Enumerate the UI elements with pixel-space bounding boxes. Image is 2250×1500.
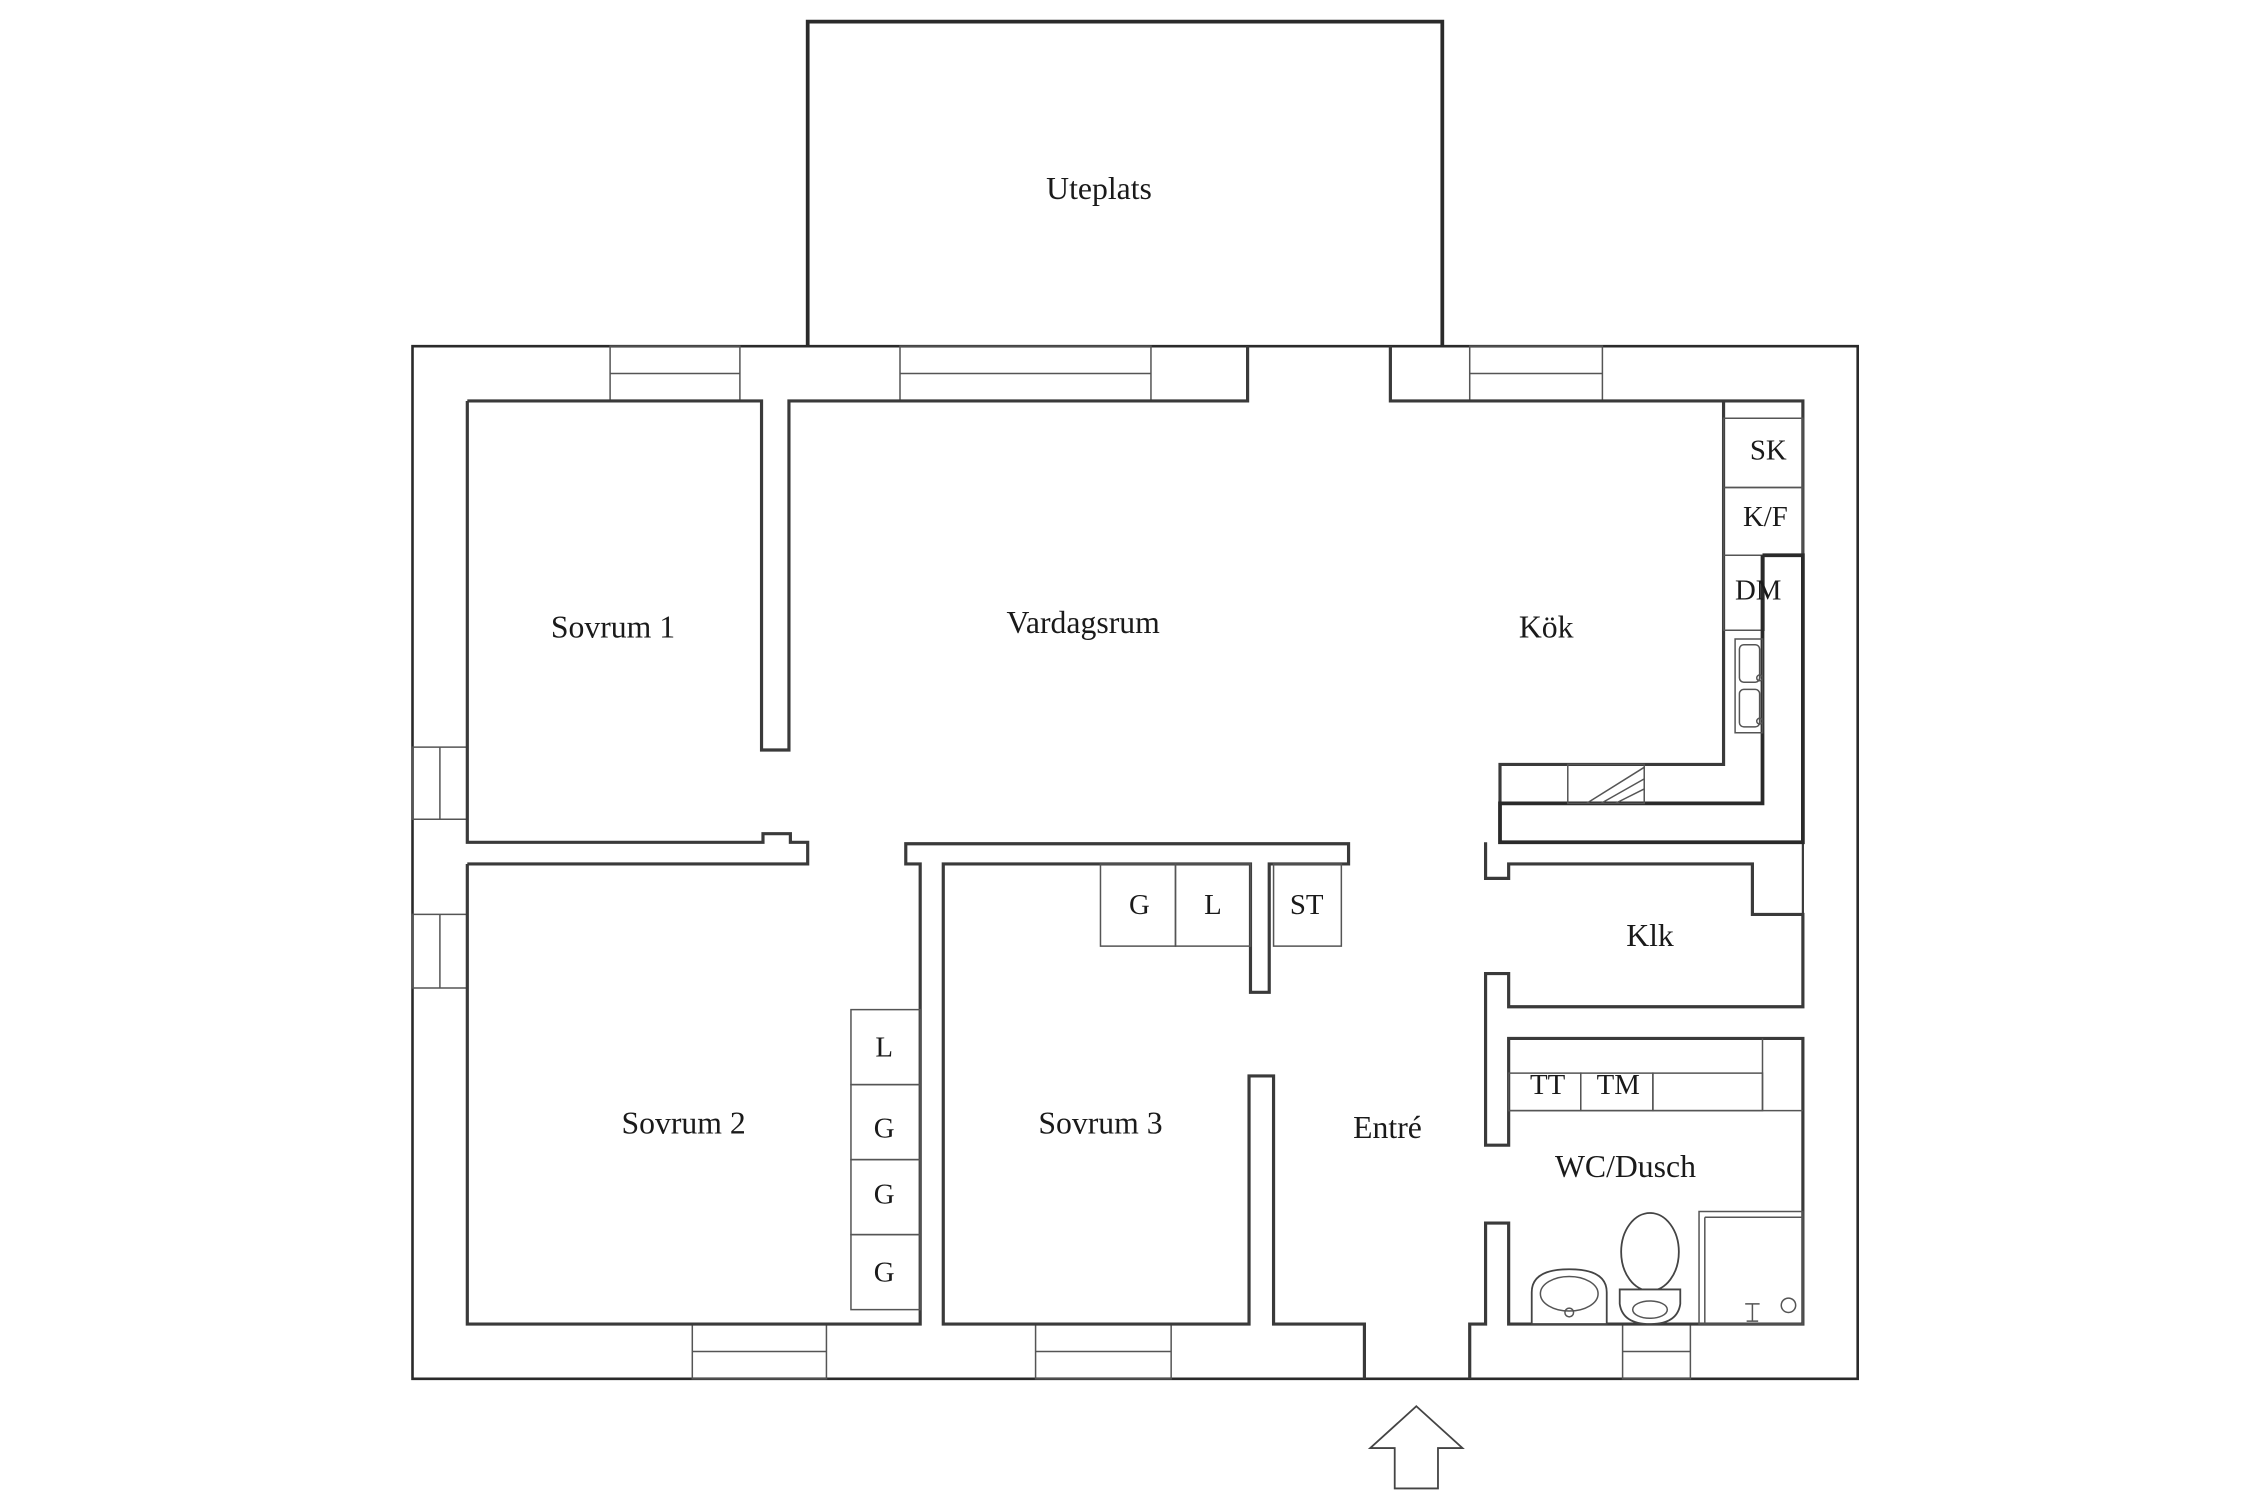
bathroom-fixtures — [1532, 1212, 1803, 1325]
room-label-uteplats: Uteplats — [1046, 171, 1152, 206]
fixture-label-sk: SK — [1750, 435, 1787, 467]
laundry-counter — [1509, 1038, 1803, 1110]
fixture-label-tt: TT — [1530, 1069, 1566, 1101]
windows-left — [413, 747, 468, 988]
room-label-entre: Entré — [1353, 1110, 1422, 1145]
fixture-label-l: L — [1204, 889, 1222, 921]
interior-walls — [465, 346, 1805, 1379]
fixture-label-g: G — [1129, 889, 1150, 921]
entrance-arrow-icon — [1370, 1406, 1462, 1488]
fixture-label-tm: TM — [1597, 1069, 1640, 1101]
fixture-label-l: L — [875, 1032, 893, 1064]
windows-bottom — [692, 1324, 1690, 1379]
fixture-label-g: G — [874, 1179, 895, 1211]
closets-hall — [1100, 864, 1341, 946]
fixture-label-kf: K/F — [1743, 501, 1788, 533]
fixture-label-g: G — [874, 1257, 895, 1289]
kitchen-counter — [1498, 418, 1805, 845]
windows-top — [610, 346, 1602, 401]
room-label-sovrum-1: Sovrum 1 — [551, 610, 675, 645]
room-label-sovrum-2: Sovrum 2 — [622, 1106, 746, 1141]
room-label-wc-dusch: WC/Dusch — [1555, 1149, 1696, 1184]
room-label-sovrum-3: Sovrum 3 — [1038, 1106, 1162, 1141]
closets-sovrum2 — [851, 1010, 920, 1310]
fixture-label-st: ST — [1290, 889, 1324, 921]
room-label-kok: Kök — [1519, 610, 1574, 645]
fixture-label-dm: DM — [1735, 574, 1781, 606]
terrace — [805, 19, 1445, 347]
room-label-vardagsrum: Vardagsrum — [1007, 605, 1161, 640]
room-label-klk: Klk — [1626, 918, 1674, 953]
fixture-label-g: G — [874, 1112, 895, 1144]
